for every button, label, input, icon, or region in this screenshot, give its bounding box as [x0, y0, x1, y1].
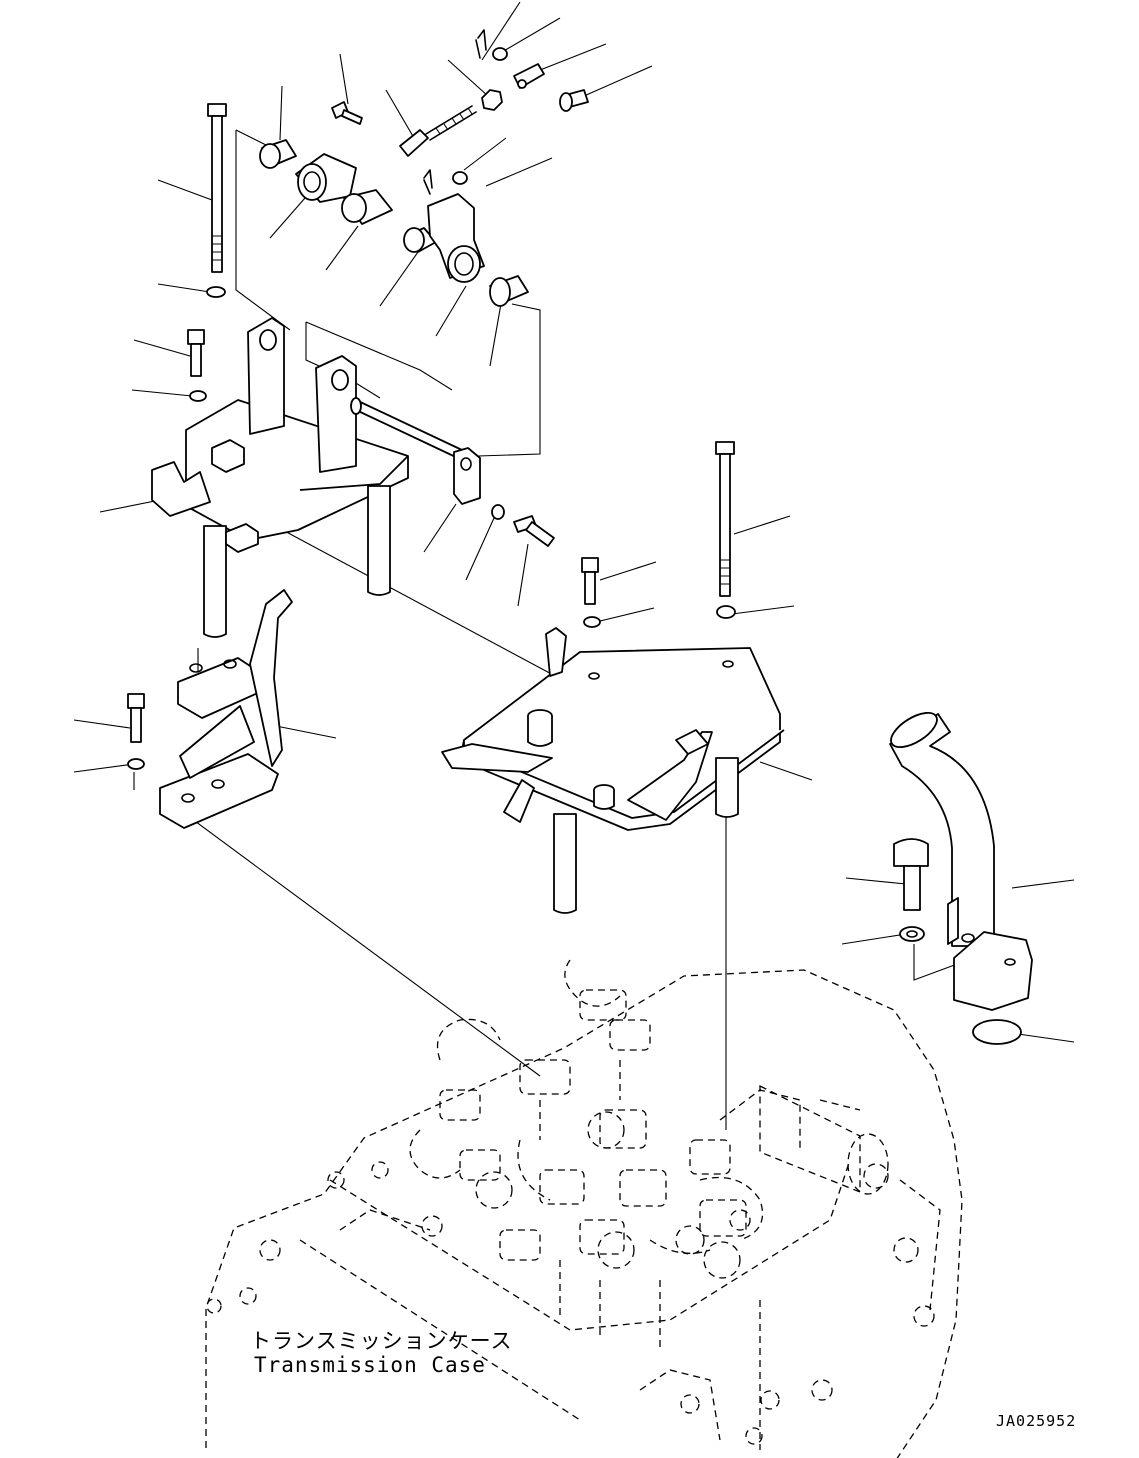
transmission-case [205, 959, 963, 1458]
upper-linkage [259, 29, 589, 307]
bolts-washers-left [127, 329, 207, 770]
leader-lines [73, 1, 1075, 1043]
elbow-pipe [889, 711, 1033, 1045]
drawing-code: JA025952 [996, 1412, 1077, 1430]
lower-left-bracket [159, 589, 293, 829]
case-label-japanese: トランスミッションケース [250, 1329, 513, 1353]
main-mounting-plate [441, 627, 785, 914]
long-bolt-left [206, 103, 227, 298]
long-bolt-right [581, 441, 736, 628]
bolt-washer-center [491, 504, 555, 547]
upper-bracket-plate [151, 317, 481, 638]
case-label-english: Transmission Case [254, 1353, 486, 1377]
